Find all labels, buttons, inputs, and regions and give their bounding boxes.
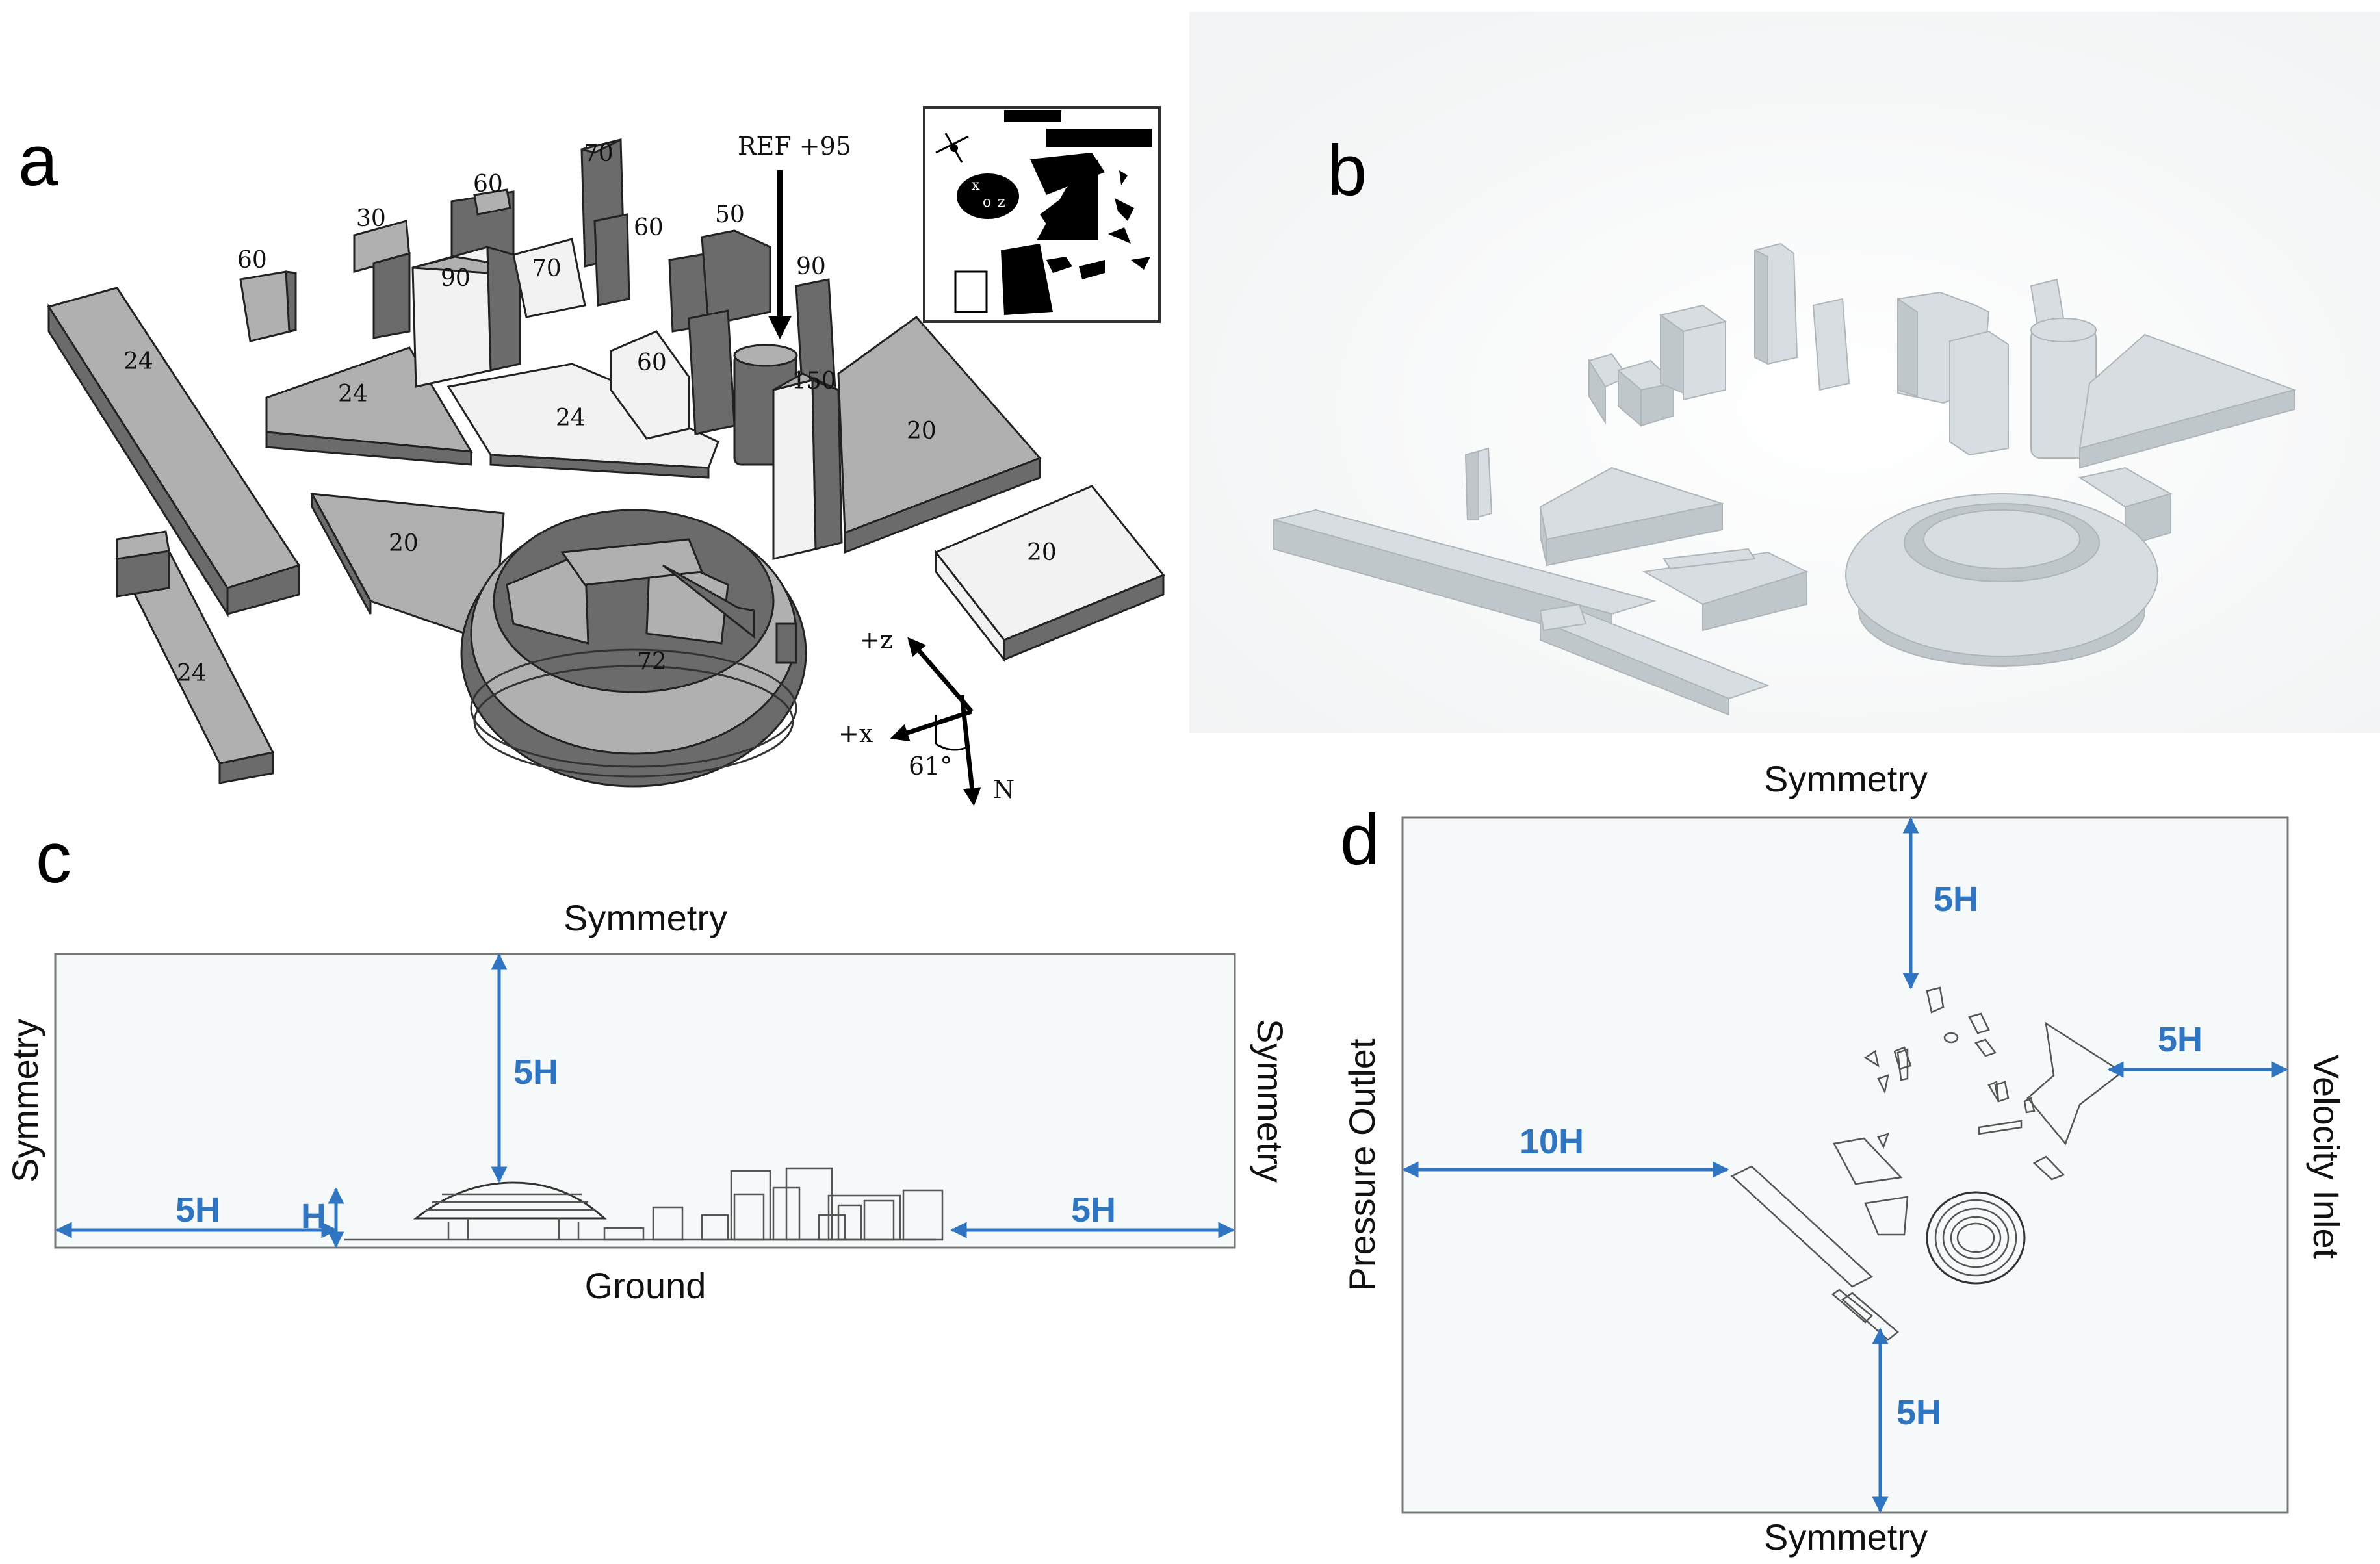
panel-a-height-labels: 24 24 60 30 60 70 90 70 60 50 90 60 24 2… (123, 140, 1057, 687)
inset-x-label: x (972, 177, 980, 194)
ref-label: REF +95 (738, 132, 851, 160)
boundary-bottom-label: Ground (585, 1265, 706, 1306)
boundary-bottom-label: Symmetry (1764, 1517, 1928, 1558)
inset-z-label: z (998, 194, 1005, 211)
panel-a-buildings (47, 138, 1165, 788)
dim-bottom-label: 5H (1896, 1393, 1941, 1432)
boundary-right-label: Symmetry (1250, 1019, 1291, 1183)
dim-height-label: H (301, 1197, 326, 1236)
domain-elevation (54, 953, 1236, 1249)
height-label: 50 (715, 201, 745, 228)
stadium-plan (1926, 1191, 2026, 1285)
inset-origin-label: o (983, 194, 991, 211)
dim-top-label: 5H (1934, 880, 1978, 919)
site-map-inset: x o z (923, 106, 1161, 323)
panel-a-label: a (18, 121, 58, 201)
building-tower-150 (772, 379, 817, 560)
panel-b: b (1189, 12, 2380, 733)
boundary-left-label: Symmetry (5, 1019, 45, 1183)
panel-c-label: c (36, 818, 71, 898)
height-label: 20 (1027, 539, 1057, 566)
panel-b-label: b (1327, 131, 1367, 211)
panel-a: a (18, 106, 1165, 806)
compass-icon (935, 133, 969, 163)
axis-north-label: N (993, 775, 1015, 804)
panel-d-label: d (1340, 800, 1380, 880)
plan-wireframe (1730, 986, 2124, 1341)
elevation-dimensions: 5H 5H H 5H (55, 953, 1235, 1248)
height-label: 72 (637, 648, 667, 675)
height-label: 24 (177, 660, 207, 687)
boundary-top-label: Symmetry (563, 897, 727, 938)
dim-right-label: 5H (1071, 1190, 1116, 1229)
axis-angle-label: 61° (909, 752, 952, 780)
panel-c: c Symmetry Ground Symmetry Symmetry (5, 818, 1291, 1306)
axis-x-label: +x (838, 719, 873, 748)
height-label: 60 (237, 247, 267, 274)
panel-d: d Symmetry Symmetry Pressure Outlet Velo… (1340, 758, 2347, 1558)
dim-left-label: 5H (175, 1190, 220, 1229)
height-label: 30 (356, 205, 386, 232)
height-label: 70 (584, 140, 614, 167)
height-label: 90 (796, 253, 826, 280)
axis-z-label: +z (859, 626, 893, 654)
axis-triad: +z +x 61° N (838, 626, 1015, 806)
height-label: 24 (338, 381, 368, 407)
height-label: 60 (637, 350, 667, 376)
height-label: 70 (532, 255, 562, 282)
height-label: 20 (907, 418, 937, 444)
height-label: 60 (473, 171, 503, 198)
boundary-right-label: Velocity Inlet (2306, 1055, 2347, 1259)
height-label: 24 (556, 405, 586, 431)
boundary-top-label: Symmetry (1764, 758, 1928, 799)
height-label: 90 (441, 265, 471, 292)
dim-left-label: 10H (1520, 1122, 1584, 1161)
plan-dimensions: 5H 5H 10H 5H (1402, 817, 2288, 1513)
boundary-left-label: Pressure Outlet (1341, 1038, 1382, 1291)
dim-top-label: 5H (513, 1053, 558, 1092)
height-label: 150 (792, 368, 836, 394)
dim-right-label: 5H (2158, 1020, 2203, 1059)
elevation-wireframe (344, 1167, 944, 1241)
height-label: 20 (389, 530, 419, 557)
rendered-city-model (1273, 242, 2297, 716)
height-label: 60 (634, 214, 664, 241)
height-label: 24 (123, 348, 153, 375)
